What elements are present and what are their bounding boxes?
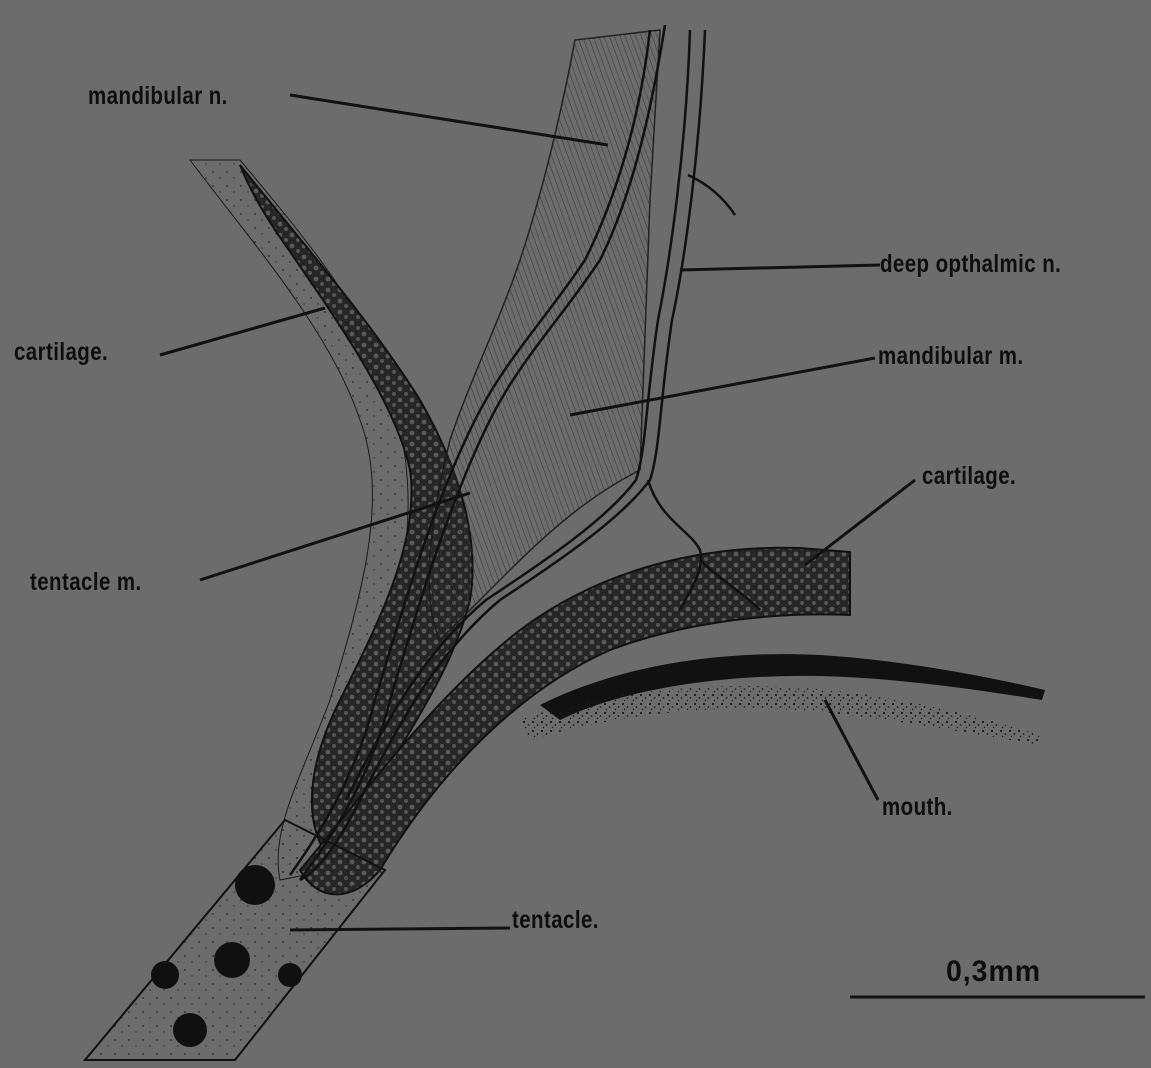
label-tentacle: tentacle. bbox=[512, 906, 599, 935]
label-tentacle-muscle: tentacle m. bbox=[30, 568, 142, 597]
label-mandibular-muscle: mandibular m. bbox=[878, 342, 1023, 371]
scale-bar-label: 0,3mm bbox=[946, 955, 1041, 989]
label-mouth: mouth. bbox=[882, 793, 953, 822]
label-mandibular-nerve: mandibular n. bbox=[88, 82, 228, 111]
label-cartilage-left: cartilage. bbox=[14, 338, 108, 367]
label-deep-opthalmic-nerve: deep opthalmic n. bbox=[880, 250, 1061, 279]
tentacle-shape bbox=[85, 820, 385, 1060]
label-cartilage-right: cartilage. bbox=[922, 462, 1016, 491]
